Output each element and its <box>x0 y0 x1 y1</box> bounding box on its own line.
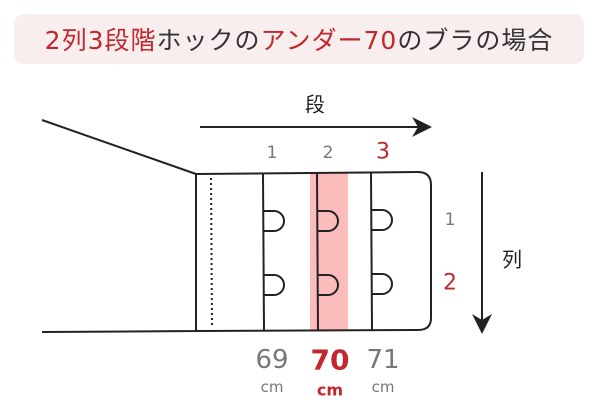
column-number-3: 3 <box>376 139 390 165</box>
size-71-unit: cm <box>371 378 395 396</box>
hook-panel <box>195 170 432 332</box>
title-highlight-1: 2列3段階 <box>44 26 157 55</box>
stitching <box>210 177 213 328</box>
size-70: 70 <box>310 343 350 377</box>
title-text-1: ホックの <box>156 26 261 55</box>
row-number-2: 2 <box>443 270 457 296</box>
hook-columns <box>262 172 393 332</box>
title-banner: 2列3段階 ホックの アンダー70 のブラの場合 <box>14 14 584 64</box>
size-71: 71 <box>366 345 400 375</box>
selected-column-highlight <box>310 173 348 331</box>
title-highlight-2: アンダー70 <box>260 26 398 55</box>
title-text-2: のブラの場合 <box>397 26 554 55</box>
columns-axis-label: 段 <box>305 92 325 117</box>
size-70-unit: cm <box>316 380 344 400</box>
column-number-1: 1 <box>266 143 278 163</box>
rows-axis-label: 列 <box>502 247 522 272</box>
row-number-1: 1 <box>444 210 456 230</box>
size-69: 69 <box>255 345 289 375</box>
bra-band <box>41 119 197 333</box>
column-number-2: 2 <box>322 143 334 163</box>
size-69-unit: cm <box>260 378 284 396</box>
